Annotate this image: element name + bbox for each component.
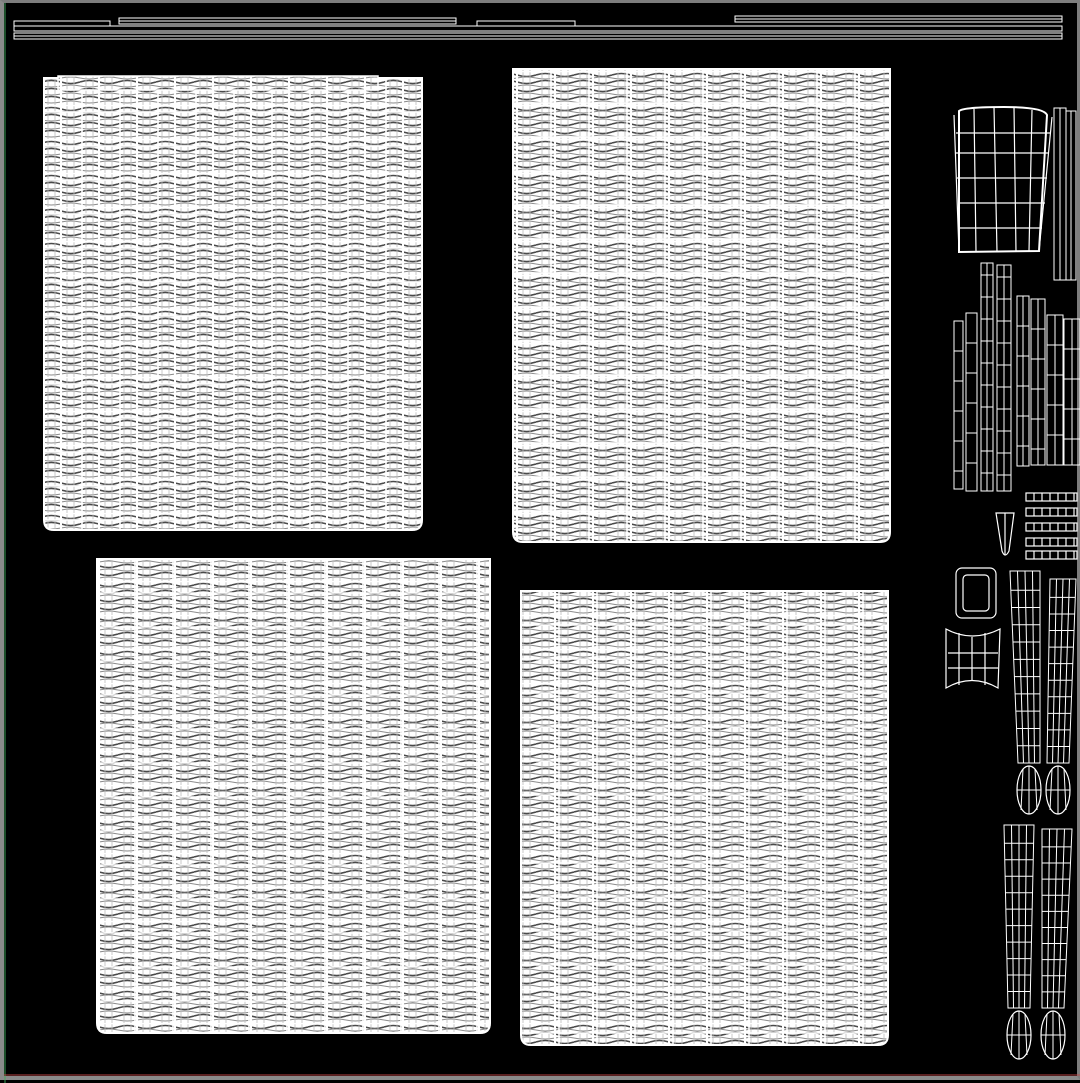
v-axis-line bbox=[4, 3, 6, 1083]
leg-islands-group bbox=[1003, 570, 1077, 1060]
fabric-panel-top-left bbox=[43, 77, 423, 531]
top-strip-islands bbox=[13, 15, 1063, 40]
frame-bars-group bbox=[953, 262, 1080, 492]
small-pad-islands bbox=[945, 492, 1078, 690]
seat-back-island bbox=[953, 105, 1053, 254]
fabric-panels-group bbox=[43, 68, 891, 1046]
narrow-strips-group bbox=[1053, 107, 1077, 281]
uv-layout-canvas[interactable] bbox=[4, 3, 1080, 1083]
fabric-panel-bottom-right bbox=[520, 590, 889, 1046]
fabric-panel-top-left-tab bbox=[57, 75, 379, 91]
fabric-panel-bottom-left bbox=[96, 558, 491, 1034]
fabric-panel-top-right bbox=[512, 68, 891, 543]
u-axis-line bbox=[4, 1074, 1080, 1076]
